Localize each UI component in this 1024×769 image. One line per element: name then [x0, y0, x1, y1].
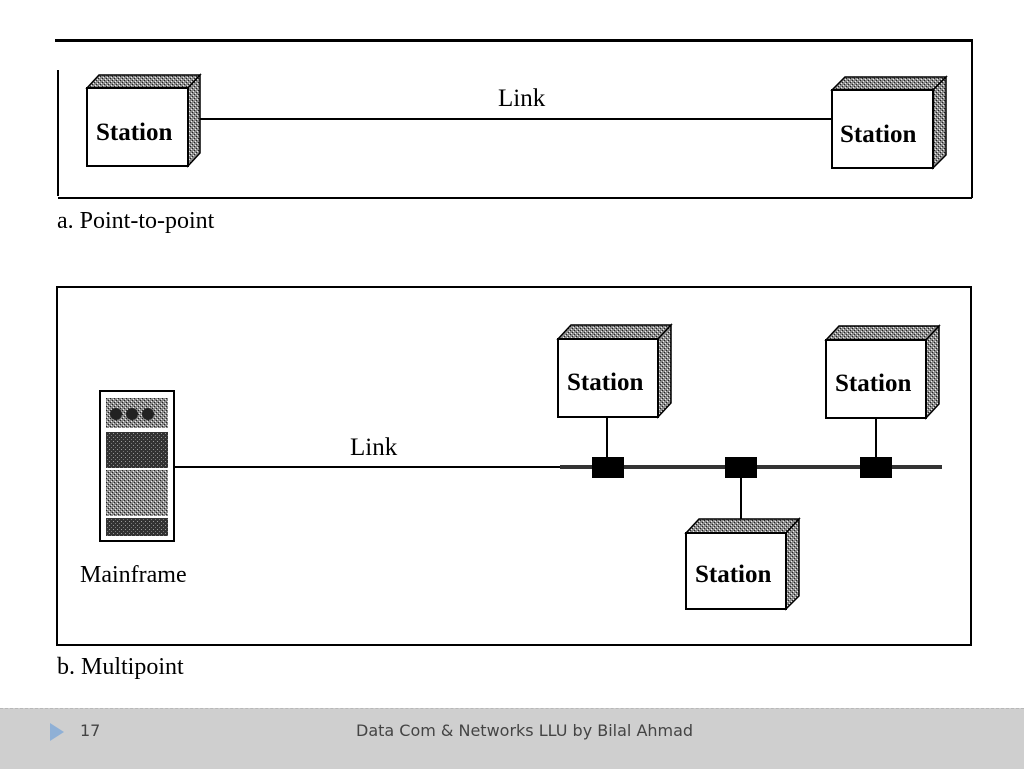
tap-3	[860, 457, 892, 478]
footer-arrow-icon	[50, 723, 64, 741]
link-a-label: Link	[498, 85, 546, 112]
diagram-b: Mainframe Link Station Station	[56, 286, 972, 646]
footer-title: Data Com & Networks LLU by Bilal Ahmad	[356, 721, 694, 740]
station-a-left: Station	[85, 73, 202, 168]
frame-b	[56, 286, 972, 646]
diagram-a: Link Station Station	[57, 42, 973, 199]
station-b-top2-label: Station	[835, 370, 912, 397]
station-b-top2: Station	[824, 324, 941, 420]
mainframe-label: Mainframe	[80, 562, 187, 588]
slide-footer: 17 Data Com & Networks LLU by Bilal Ahma…	[0, 708, 1024, 769]
caption-a: a. Point-to-point	[57, 208, 215, 234]
station-a-right: Station	[830, 75, 948, 170]
station-b-top1: Station	[556, 323, 673, 419]
top-rule	[55, 39, 973, 42]
network-diagram: Link Station Station Mainframe	[56, 42, 973, 646]
station-b-top1-label: Station	[567, 369, 644, 396]
station-b-bottom: Station	[684, 517, 801, 611]
mainframe	[99, 390, 175, 542]
page-number: 17	[80, 721, 101, 740]
tap-2	[725, 457, 757, 478]
station-a-left-label: Station	[96, 119, 173, 146]
caption-b: b. Multipoint	[57, 654, 184, 680]
station-b-bottom-label: Station	[695, 561, 772, 588]
station-a-right-label: Station	[840, 121, 917, 148]
link-b-label: Link	[350, 434, 398, 461]
tap-1	[592, 457, 624, 478]
